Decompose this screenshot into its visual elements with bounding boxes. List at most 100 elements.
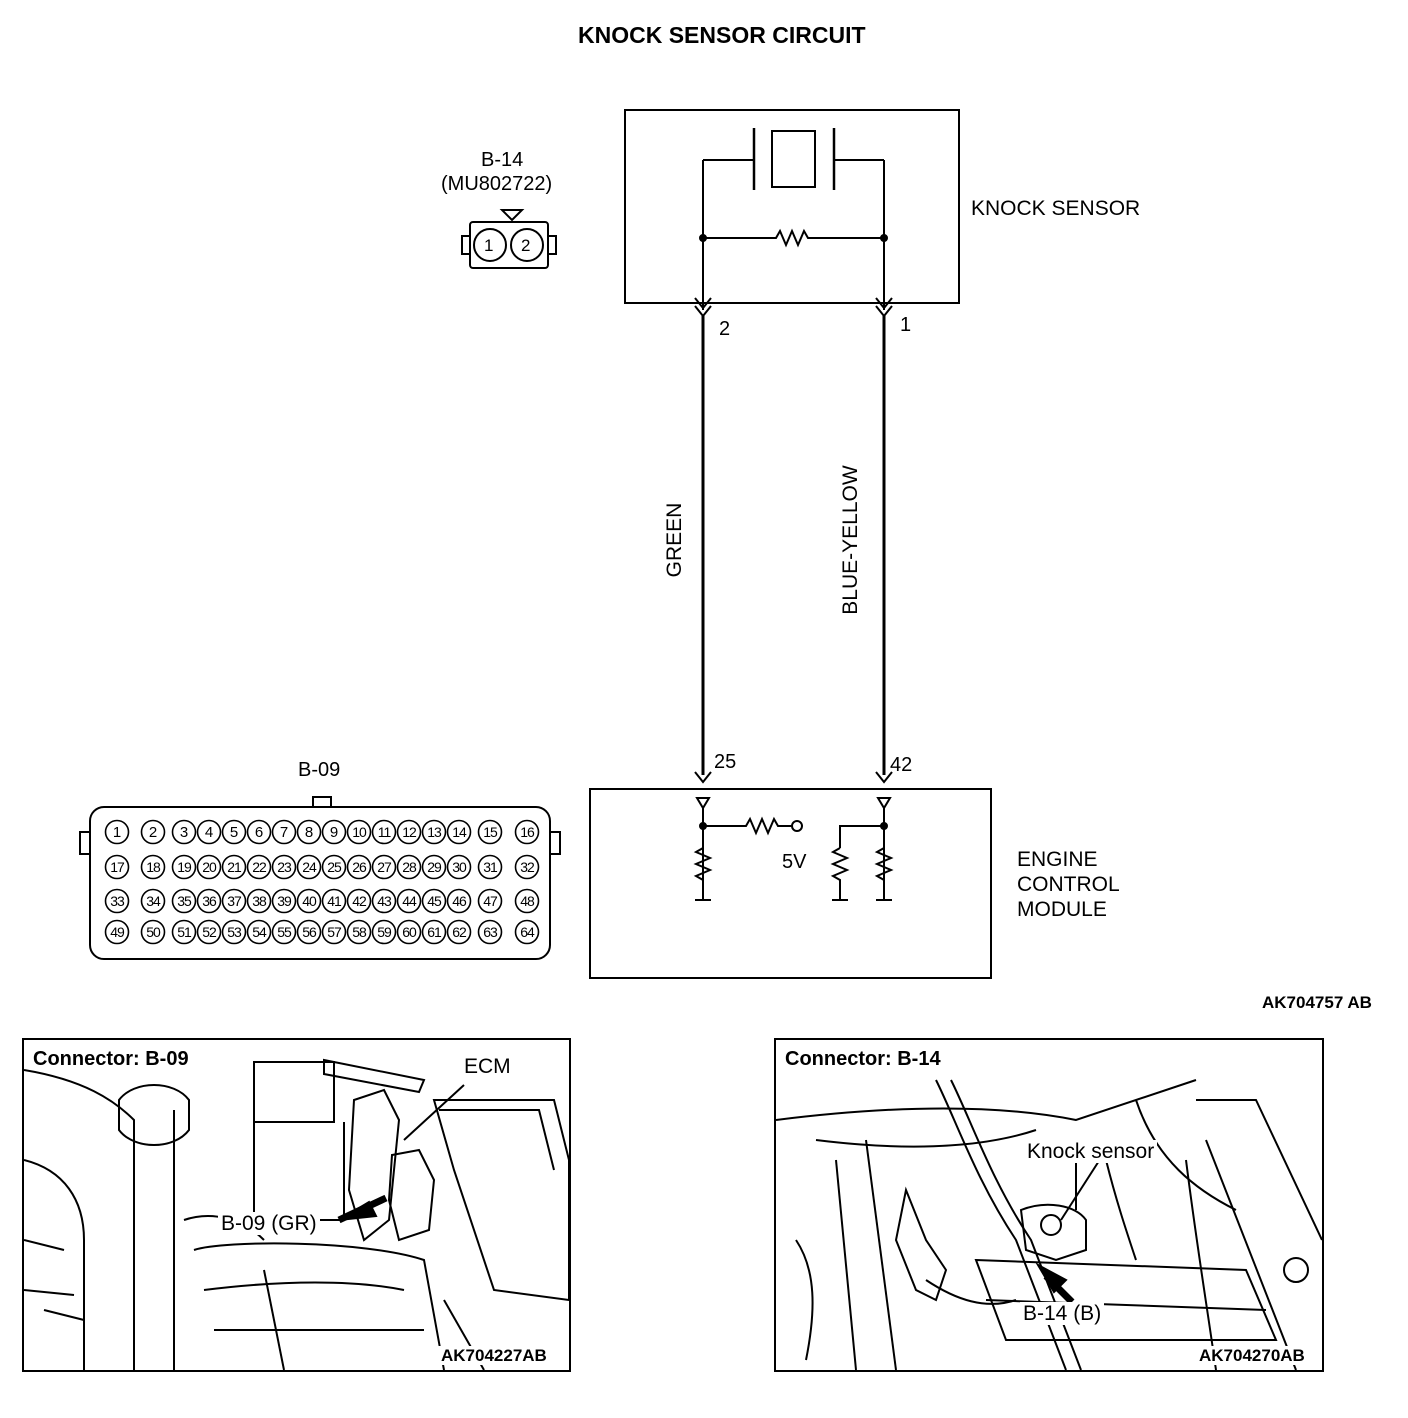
b09-pin-number: 29 <box>427 859 442 875</box>
photo-b14-sensor-callout: Knock sensor <box>1024 1140 1158 1163</box>
b09-pin-circle <box>477 854 503 880</box>
b09-pin-circle <box>396 919 422 945</box>
b09-pin-circle <box>221 919 247 945</box>
photo-b09-code: AK704227AB <box>438 1346 550 1365</box>
b09-pin-circle <box>246 854 272 880</box>
connector-b14-id: B-14 <box>481 149 524 171</box>
b09-pin-circle <box>514 919 540 945</box>
b09-pin-number: 9 <box>329 824 339 841</box>
photo-b14-code: AK704270AB <box>1196 1346 1308 1365</box>
b09-pin-number: 37 <box>227 893 242 909</box>
b09-pin-circle <box>514 888 540 914</box>
b09-pin-circle <box>171 888 197 914</box>
b09-pin-circle <box>514 819 540 845</box>
b09-pin-circle <box>246 888 272 914</box>
b09-pin-number: 21 <box>227 859 242 875</box>
b09-pin-number: 63 <box>483 924 498 940</box>
b09-pin-number: 57 <box>327 924 342 940</box>
connector-b14-part: (MU802722) <box>441 173 553 195</box>
connector-b14-face <box>461 209 557 269</box>
b09-pin-circle <box>421 919 447 945</box>
b09-pin-circle <box>246 919 272 945</box>
connector-b09-id: B-09 <box>298 759 341 781</box>
b09-pin-number: 36 <box>202 893 217 909</box>
b09-pin-number: 38 <box>252 893 267 909</box>
diagram-title: KNOCK SENSOR CIRCUIT <box>578 22 866 48</box>
b09-pin-number: 46 <box>452 893 467 909</box>
b09-pin-circle <box>446 854 472 880</box>
b09-pin-number: 33 <box>110 893 125 909</box>
photo-b09-title: Connector: B-09 <box>30 1048 192 1070</box>
b09-pin-circle <box>140 854 166 880</box>
knock-sensor-box <box>624 109 960 304</box>
b09-pin-circle <box>446 819 472 845</box>
b09-pin-number: 41 <box>327 893 342 909</box>
b09-pin-number: 25 <box>327 859 342 875</box>
b09-pin-circle <box>104 919 130 945</box>
photo-b14-connector-callout: B-14 (B) <box>1020 1302 1105 1325</box>
b09-pin-number: 6 <box>254 824 264 841</box>
b09-pin-number: 12 <box>402 824 417 840</box>
b09-pin-number: 45 <box>427 893 442 909</box>
b09-pin-number: 1 <box>112 824 122 841</box>
b09-pin-number: 4 <box>204 824 214 841</box>
b09-pin-number: 47 <box>483 893 498 909</box>
b09-pin-circle <box>477 888 503 914</box>
photo-b14-engine-bay-illustration <box>776 1079 1322 1370</box>
b09-pin-circle <box>296 854 322 880</box>
b09-pin-number: 56 <box>302 924 317 940</box>
b09-pin-number: 15 <box>483 824 498 840</box>
b09-pin-number: 26 <box>352 859 367 875</box>
b09-pin-number: 17 <box>110 859 125 875</box>
b09-pin-number: 58 <box>352 924 367 940</box>
b09-pin-number: 8 <box>304 824 314 841</box>
connector-b14-pin-1: 1 <box>484 236 494 255</box>
photo-b14-title: Connector: B-14 <box>782 1048 944 1070</box>
b09-pin-circle <box>140 919 166 945</box>
b09-pin-number: 64 <box>520 924 535 940</box>
b09-pin-number: 22 <box>252 859 267 875</box>
ecm-label-line3: MODULE <box>1017 898 1107 921</box>
b09-pin-number: 5 <box>229 824 239 841</box>
knock-sensor-label: KNOCK SENSOR <box>971 197 1141 220</box>
b09-pin-circle <box>196 819 222 845</box>
b09-pin-circle <box>371 854 397 880</box>
b09-pin-circle <box>104 888 130 914</box>
b09-pin-circle <box>346 854 372 880</box>
b09-pin-circle <box>271 854 297 880</box>
photo-b09-connector-callout: B-09 (GR) <box>218 1212 320 1235</box>
b09-pin-number: 30 <box>452 859 467 875</box>
b09-pin-circle <box>296 919 322 945</box>
b09-pin-circle <box>421 819 447 845</box>
b09-pin-number: 39 <box>277 893 292 909</box>
b09-pin-circle <box>140 888 166 914</box>
b09-pin-circle <box>321 819 347 845</box>
b09-pin-number: 13 <box>427 824 442 840</box>
b09-pin-circle <box>371 888 397 914</box>
b09-pin-circle <box>446 888 472 914</box>
b09-pin-circle <box>271 919 297 945</box>
photo-b09-engine-bay-illustration <box>24 1058 569 1370</box>
b09-pin-circle <box>221 819 247 845</box>
b09-pin-circle <box>421 888 447 914</box>
ecm-pin-42: 42 <box>890 754 913 776</box>
b09-pin-circle <box>396 888 422 914</box>
b09-pin-circle <box>321 854 347 880</box>
wire-label-blue-yellow: BLUE-YELLOW <box>839 465 862 615</box>
b09-pin-number: 53 <box>227 924 242 940</box>
photo-connector-b14: Connector: B-14 Knock sensor B-14 (B) AK… <box>774 1038 1324 1372</box>
b09-pin-number: 40 <box>302 893 317 909</box>
b09-pin-circle <box>321 919 347 945</box>
b09-pin-circle <box>104 854 130 880</box>
b09-pin-circle <box>346 888 372 914</box>
b09-pin-circle <box>171 854 197 880</box>
b09-pin-number: 14 <box>452 824 467 840</box>
b09-pin-number: 34 <box>146 893 161 909</box>
b09-pin-circle <box>196 919 222 945</box>
b09-pin-number: 35 <box>177 893 192 909</box>
b09-pin-number: 16 <box>520 824 535 840</box>
b09-pin-number: 23 <box>277 859 292 875</box>
b09-pin-circle <box>396 854 422 880</box>
ecm-label-line2: CONTROL <box>1017 873 1120 896</box>
b09-pin-number: 44 <box>402 893 417 909</box>
